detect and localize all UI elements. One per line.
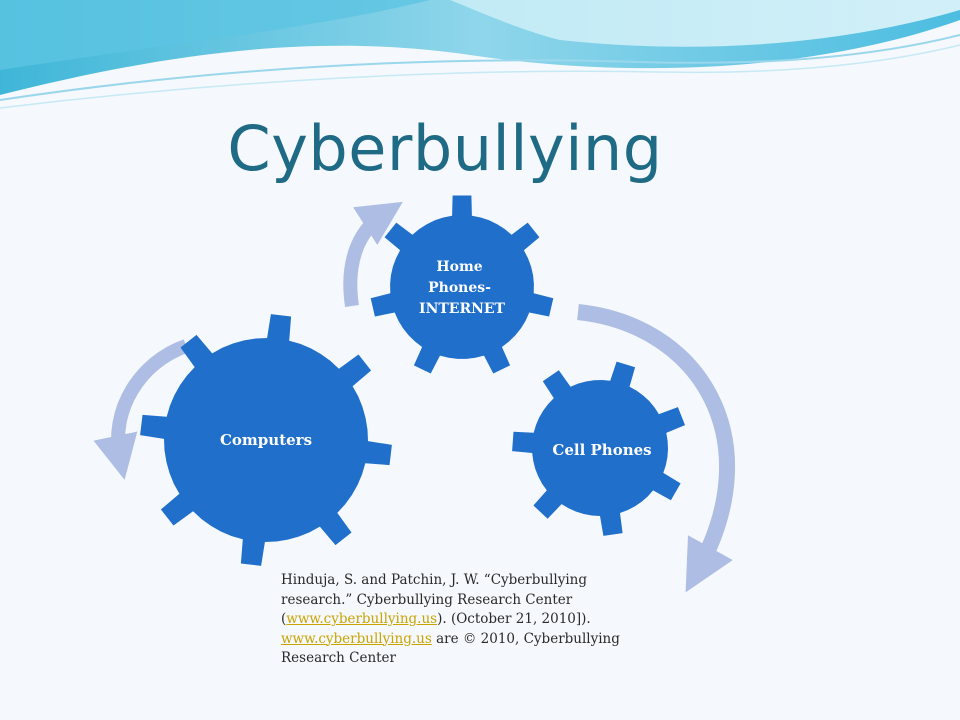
cycle-arrow-right [577,304,736,593]
citation-link-1[interactable]: www.cyberbullying.us [286,611,438,627]
citation-text-1: Hinduja, S. and Patchin, J. W. “Cyberbul… [281,572,588,627]
home-phones-line-1: Home [436,259,482,275]
citation-link-2[interactable]: www.cyberbullying.us [281,630,432,647]
gear-computers [140,314,392,566]
header-waves [0,0,960,109]
gear-label-computers: Computers [220,431,312,449]
gear-label-home-phones: Home Phones- INTERNET [419,259,506,317]
gear-cell-phones [512,361,685,536]
cycle-arrow-top [343,201,403,308]
home-phones-line-3: INTERNET [419,301,506,317]
home-phones-line-2: Phones- [428,280,491,296]
citation: Hinduja, S. and Patchin, J. W. “Cyberbul… [281,571,631,669]
citation-link-1-suffix: ) [437,611,443,627]
gear-home-phones [370,195,554,374]
citation-text-2: . (October 21, 2010]). [442,611,591,627]
citation-text-3: are © 2010, Cyberbullying Research Cente… [281,630,620,667]
cycle-arrow-left [93,339,189,480]
slide-title: Cyberbullying [227,112,663,185]
gear-label-cell-phones: Cell Phones [552,441,651,459]
